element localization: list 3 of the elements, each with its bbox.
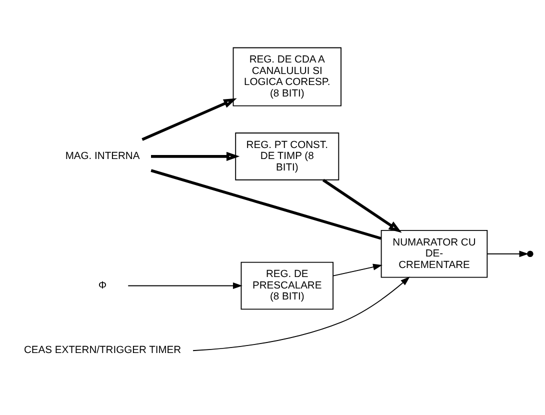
node-text: Φ bbox=[98, 280, 107, 292]
node-text: MAG. INTERNA bbox=[65, 151, 140, 162]
node-text: CEAS EXTERN/TRIGGER TIMER bbox=[24, 345, 182, 356]
